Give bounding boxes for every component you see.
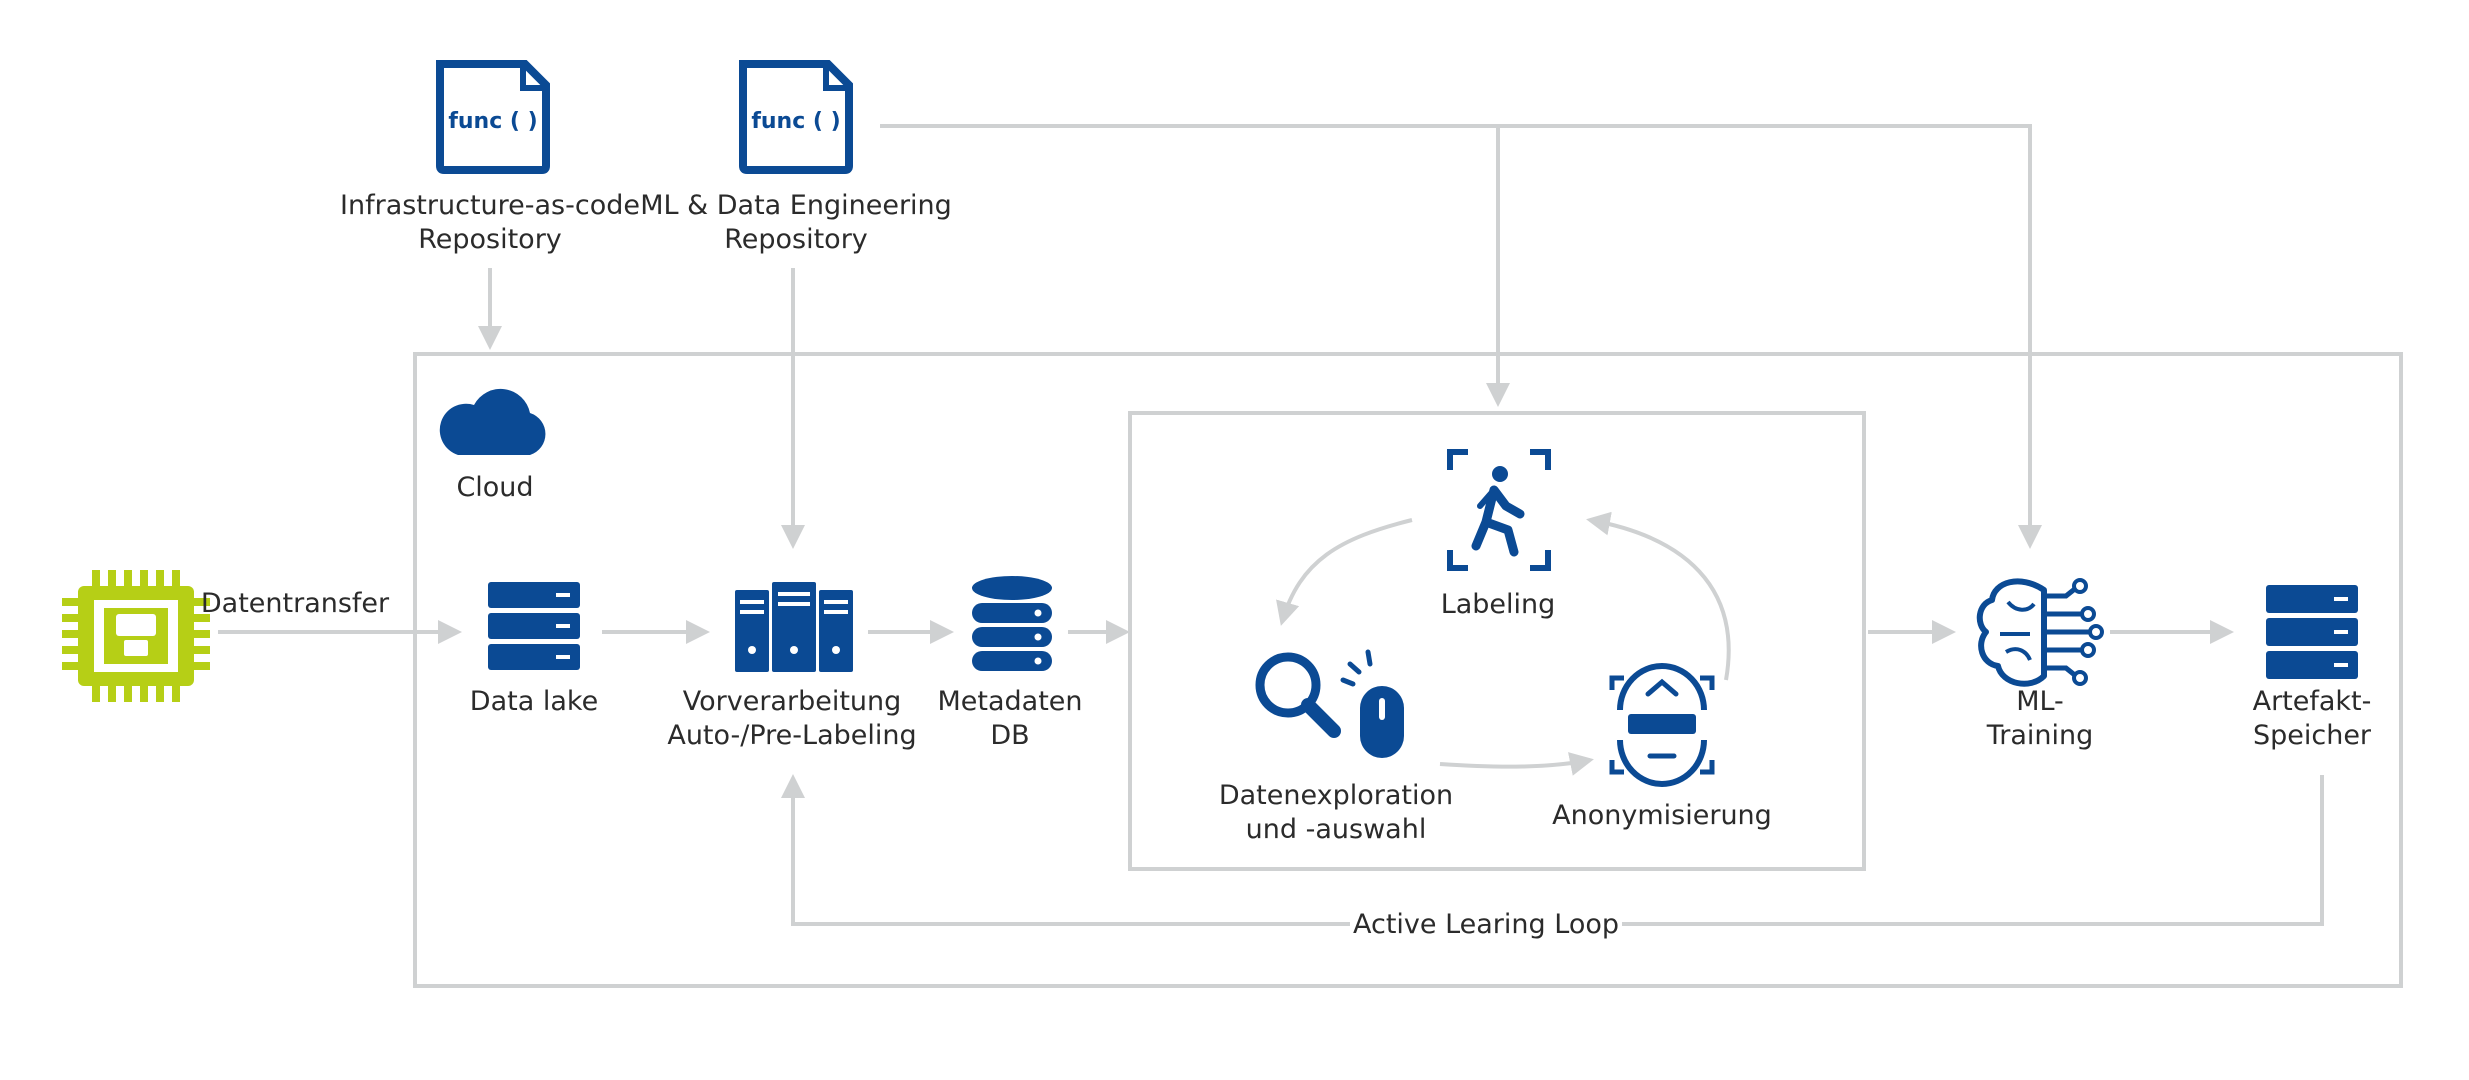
active-learning-loop-label: Active Learing Loop [1353, 909, 1619, 940]
data-lake-label: Data lake [470, 686, 598, 717]
exploration-label-2: und -auswahl [1246, 814, 1427, 845]
brain-circuit-icon [1976, 578, 2104, 687]
person-scan-icon [1447, 449, 1551, 571]
face-anonymize-icon [1609, 663, 1715, 787]
chip-icon [62, 570, 210, 702]
cycle-arrow-labeling-to-exploration [1276, 518, 1413, 626]
datentransfer-label: Datentransfer [201, 588, 390, 619]
exploration-label-1: Datenexploration [1219, 780, 1453, 811]
cloud-frame [413, 352, 2403, 988]
anonymization-label: Anonymisierung [1552, 800, 1772, 831]
func-file-icon: func ( ) [739, 60, 853, 174]
database-icon [972, 576, 1052, 671]
preprocessing-label-1: Vorverarbeitung [683, 686, 902, 717]
iac-icon-text: func ( ) [448, 109, 537, 134]
cycle-arrow-anonymization-to-labeling [1586, 511, 1731, 681]
ml-training-label-1: ML- [2016, 686, 2064, 717]
mlde-icon-text: func ( ) [751, 109, 840, 134]
magnifier-mouse-icon [1255, 649, 1404, 758]
loop-line-right [1622, 775, 2324, 926]
labeling-label: Labeling [1441, 589, 1556, 620]
artifact-label-1: Artefakt- [2253, 686, 2372, 717]
loop-line-left [781, 774, 1350, 926]
server-stack-icon [2266, 585, 2358, 679]
connectors [218, 124, 2324, 926]
metadata-label-2: DB [990, 720, 1029, 751]
cycle-arrow-exploration-to-anonymization [1439, 752, 1594, 776]
mlde-label-2: Repository [724, 224, 868, 255]
preprocessing-label-2: Auto-/Pre-Labeling [667, 720, 916, 751]
metadata-label-1: Metadaten [937, 686, 1082, 717]
labeling-cycle-frame [1128, 411, 1866, 871]
ml-training-label-2: Training [1986, 720, 2094, 751]
iac-label-2: Repository [418, 224, 562, 255]
func-file-icon: func ( ) [436, 60, 550, 174]
cloud-icon [439, 388, 546, 455]
servers-icon [735, 582, 853, 672]
mlde-to-training-arrow [880, 124, 2042, 549]
cloud-label: Cloud [456, 472, 533, 503]
server-stack-icon [488, 582, 580, 670]
iac-label-1: Infrastructure-as-code [340, 190, 640, 221]
mlde-label-1: ML & Data Engineering [640, 190, 952, 221]
artifact-label-2: Speicher [2253, 720, 2372, 751]
